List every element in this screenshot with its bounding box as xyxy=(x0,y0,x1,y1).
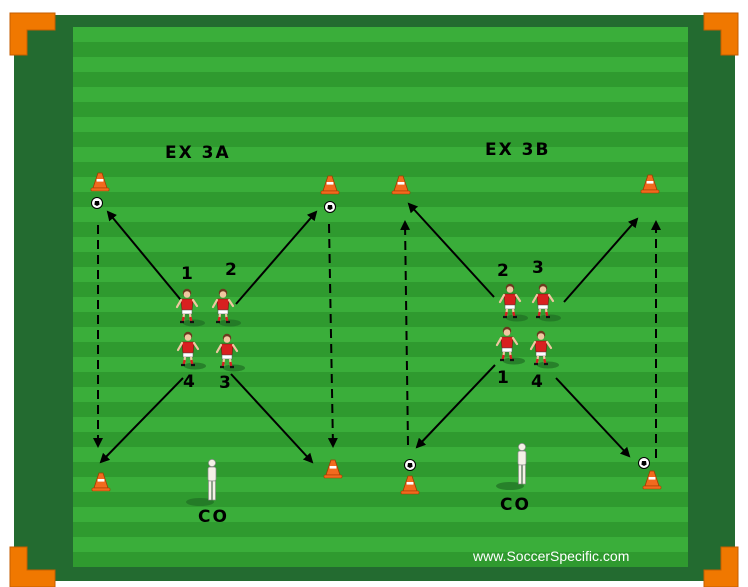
corner-bracket-icon xyxy=(9,12,739,587)
ball-icon xyxy=(638,457,650,469)
exercise-a-coach-label: CO xyxy=(198,507,229,527)
exercise-a-title: EX 3A xyxy=(165,143,231,163)
exercise-b-title: EX 3B xyxy=(485,140,551,160)
exercise-a-player-number: 4 xyxy=(183,372,195,392)
arrow-icon xyxy=(400,202,661,458)
exercise-a-player-number: 2 xyxy=(225,260,237,280)
arrow-icon xyxy=(93,210,338,464)
ball-icon xyxy=(91,197,103,209)
exercise-b-coach-label: CO xyxy=(500,495,531,515)
exercise-b-player-number: 2 xyxy=(497,261,509,281)
exercise-b-player-number: 3 xyxy=(532,258,544,278)
exercise-a-player-number: 1 xyxy=(181,264,193,284)
exercise-a-player-number: 3 xyxy=(219,373,231,393)
exercise-b-player-number: 4 xyxy=(531,372,543,392)
ball-icon xyxy=(324,201,336,213)
website-watermark: www.SoccerSpecific.com xyxy=(473,548,630,564)
grass-stripes xyxy=(73,42,688,567)
exercise-b-player-number: 1 xyxy=(497,368,509,388)
ball-icon xyxy=(404,459,416,471)
